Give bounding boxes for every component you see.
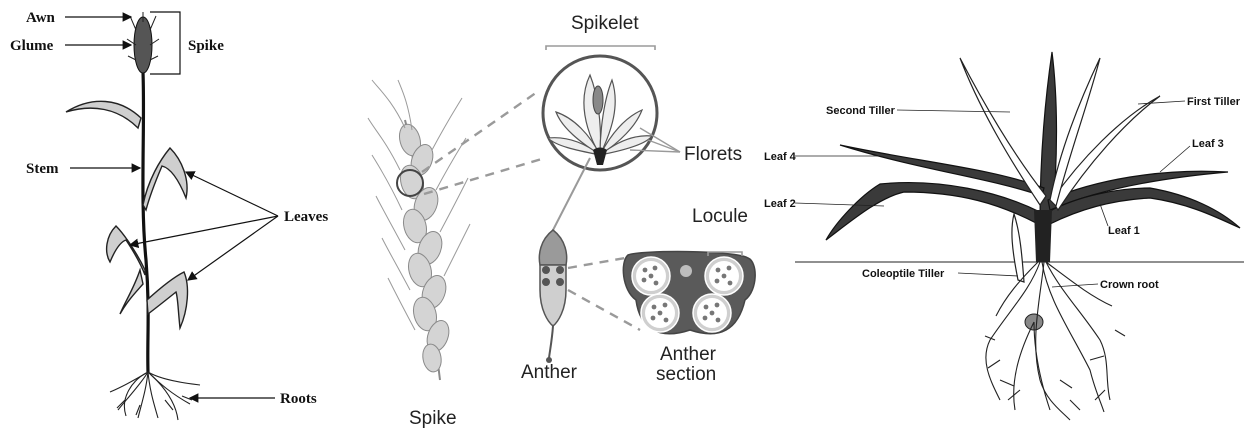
locule-label: Locule bbox=[692, 206, 748, 227]
anther-section-label-line2: section bbox=[656, 364, 716, 385]
panel-c-tillering-plant: Second Tiller First Tiller Leaf 4 Leaf 3… bbox=[764, 52, 1244, 420]
spike-ear-drawing bbox=[368, 80, 470, 380]
anther-drawing bbox=[539, 230, 566, 363]
leaf-1-label: Leaf 1 bbox=[1108, 225, 1140, 237]
anther-section-drawing bbox=[623, 252, 755, 334]
crown-root-label: Crown root bbox=[1100, 279, 1159, 291]
leaf-drawing bbox=[147, 272, 187, 328]
roots-label: Roots bbox=[280, 391, 317, 407]
coleoptile-tiller-label: Coleoptile Tiller bbox=[862, 268, 945, 280]
leaf-drawing bbox=[66, 101, 141, 128]
awn-label: Awn bbox=[26, 10, 56, 26]
second-tiller-label: Second Tiller bbox=[826, 105, 896, 117]
leaves-arrow bbox=[188, 216, 278, 280]
panel-a-wheat-plant: Awn Glume Spike Stem Leaves Roots bbox=[10, 10, 328, 420]
stem-label: Stem bbox=[26, 161, 59, 177]
spike-label: Spike bbox=[188, 38, 224, 54]
spike-bracket bbox=[150, 12, 180, 74]
panel-b-spike-anatomy: Spikelet Florets Locule Anther Anther se… bbox=[368, 13, 755, 429]
leaf-3-label: Leaf 3 bbox=[1192, 138, 1224, 150]
leaf-drawing bbox=[143, 148, 187, 210]
leaves-label: Leaves bbox=[284, 209, 328, 225]
first-tiller-label: First Tiller bbox=[1187, 96, 1241, 108]
leaf-4-label: Leaf 4 bbox=[764, 151, 797, 163]
spike-label-b: Spike bbox=[409, 408, 457, 429]
stem-drawing bbox=[143, 72, 148, 372]
leaf-drawing bbox=[107, 226, 145, 275]
coleoptile-tiller-drawing bbox=[1012, 214, 1024, 282]
anther-label: Anther bbox=[521, 362, 578, 383]
florets-label: Florets bbox=[684, 144, 742, 165]
spike-head-drawing bbox=[127, 12, 159, 73]
anther-section-label-line1: Anther bbox=[660, 344, 717, 365]
leaf-drawing bbox=[120, 270, 143, 314]
glume-label: Glume bbox=[10, 38, 54, 54]
leaf-2-drawing bbox=[826, 183, 1040, 240]
crown-drawing bbox=[1034, 210, 1052, 262]
roots-drawing bbox=[110, 372, 200, 420]
leaves-arrow bbox=[130, 216, 278, 245]
leaf-2-label: Leaf 2 bbox=[764, 198, 796, 210]
spikelet-bracket bbox=[546, 46, 655, 50]
spikelet-label: Spikelet bbox=[571, 13, 639, 34]
spikelet-circle-drawing bbox=[543, 56, 657, 170]
leaves-arrow bbox=[186, 172, 278, 216]
